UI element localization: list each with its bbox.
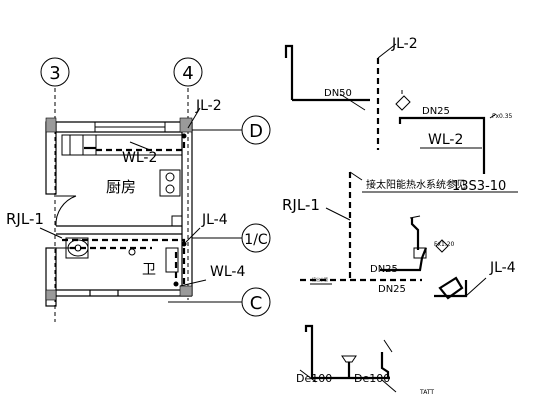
- drain-main: [304, 324, 390, 380]
- washbasin: [165, 247, 179, 273]
- axis-bubble-d: D: [241, 115, 271, 145]
- system-diagram-mid: RJL-1 接太阳能热水系统参见 13S3-10 Fx1.20 DN25 DN2…: [282, 171, 518, 300]
- label-de100-a: De100: [296, 372, 332, 385]
- plan-pipes: [62, 133, 187, 287]
- label-fx035: Fx0.35: [492, 113, 513, 120]
- label-sys-wl2: WL-2: [428, 132, 463, 148]
- label-wl2: WL-2: [122, 150, 157, 166]
- floor-drain-icon: [341, 355, 357, 378]
- axis-bubble-1c: 1/C: [241, 223, 271, 253]
- axis-bubble-c: C: [241, 287, 271, 317]
- column-hatch: [45, 117, 57, 133]
- label-dn25-b: DN25: [378, 284, 406, 295]
- label-kitchen: 厨房: [106, 178, 136, 196]
- label-dn50: DN50: [324, 88, 352, 99]
- axis-label-c: C: [250, 293, 263, 314]
- valve-icon: [413, 239, 449, 259]
- axis-bubble-3: 3: [40, 57, 70, 87]
- vent-cap: [284, 44, 294, 100]
- jl4-elbow: [438, 276, 464, 300]
- system-diagram-top: JL-2 DN50 DN25 Fx0.35 WL-2: [284, 36, 513, 174]
- label-rjl1: RJL-1: [6, 210, 44, 228]
- label-jl4: JL-4: [201, 212, 228, 228]
- label-fx120: Fx1.20: [434, 241, 455, 248]
- axis-label-d: D: [249, 121, 263, 142]
- gas-stove: [159, 169, 181, 197]
- label-sys-jl2: JL-2: [391, 36, 418, 52]
- label-dn25-top: DN25: [422, 106, 450, 117]
- label-dn25-a: DN25: [370, 264, 398, 275]
- system-diagram-bottom: De100 De100 TATT: [296, 324, 434, 396]
- axis-label-1c: 1/C: [244, 232, 268, 248]
- shower-pipe: [410, 218, 420, 250]
- leader-wl2: [129, 141, 151, 151]
- label-jl2: JL-2: [195, 98, 222, 114]
- column-hatch: [45, 289, 57, 301]
- cold-water-branch: [380, 247, 428, 272]
- walls: [45, 121, 193, 307]
- column-hatch: [179, 285, 193, 297]
- label-small-tag: 接出水管: [312, 276, 328, 282]
- label-sys-rjl1: RJL-1: [282, 196, 320, 214]
- kitchen-fixtures: [61, 134, 183, 227]
- label-note-code: 13S3-10: [452, 179, 506, 194]
- axis-bubble-4: 4: [173, 57, 203, 87]
- floor-plan: 3 4 D 1/C C: [6, 57, 271, 322]
- leader-wl4: [179, 279, 207, 287]
- leader-jl2: [187, 107, 201, 129]
- label-wl4: WL-4: [210, 264, 245, 280]
- label-bathroom: 卫: [142, 262, 156, 278]
- column-hatch: [179, 117, 193, 133]
- label-sys-jl4: JL-4: [489, 260, 516, 276]
- trap-icon: [380, 352, 390, 378]
- leader-rjl1: [39, 227, 63, 239]
- floor-drain: [128, 248, 136, 256]
- valve-icon: [395, 90, 411, 111]
- axis-label-3: 3: [49, 63, 60, 84]
- axis-label-4: 4: [182, 63, 193, 84]
- leader-jl4: [185, 227, 201, 243]
- label-scale-tag: TATT: [419, 389, 434, 396]
- bathroom-fixtures: [65, 237, 179, 273]
- label-note-cn: 接太阳能热水系统参见: [366, 178, 466, 191]
- pipe-dn25-top: [398, 116, 486, 174]
- label-de100-b: De100: [354, 372, 390, 385]
